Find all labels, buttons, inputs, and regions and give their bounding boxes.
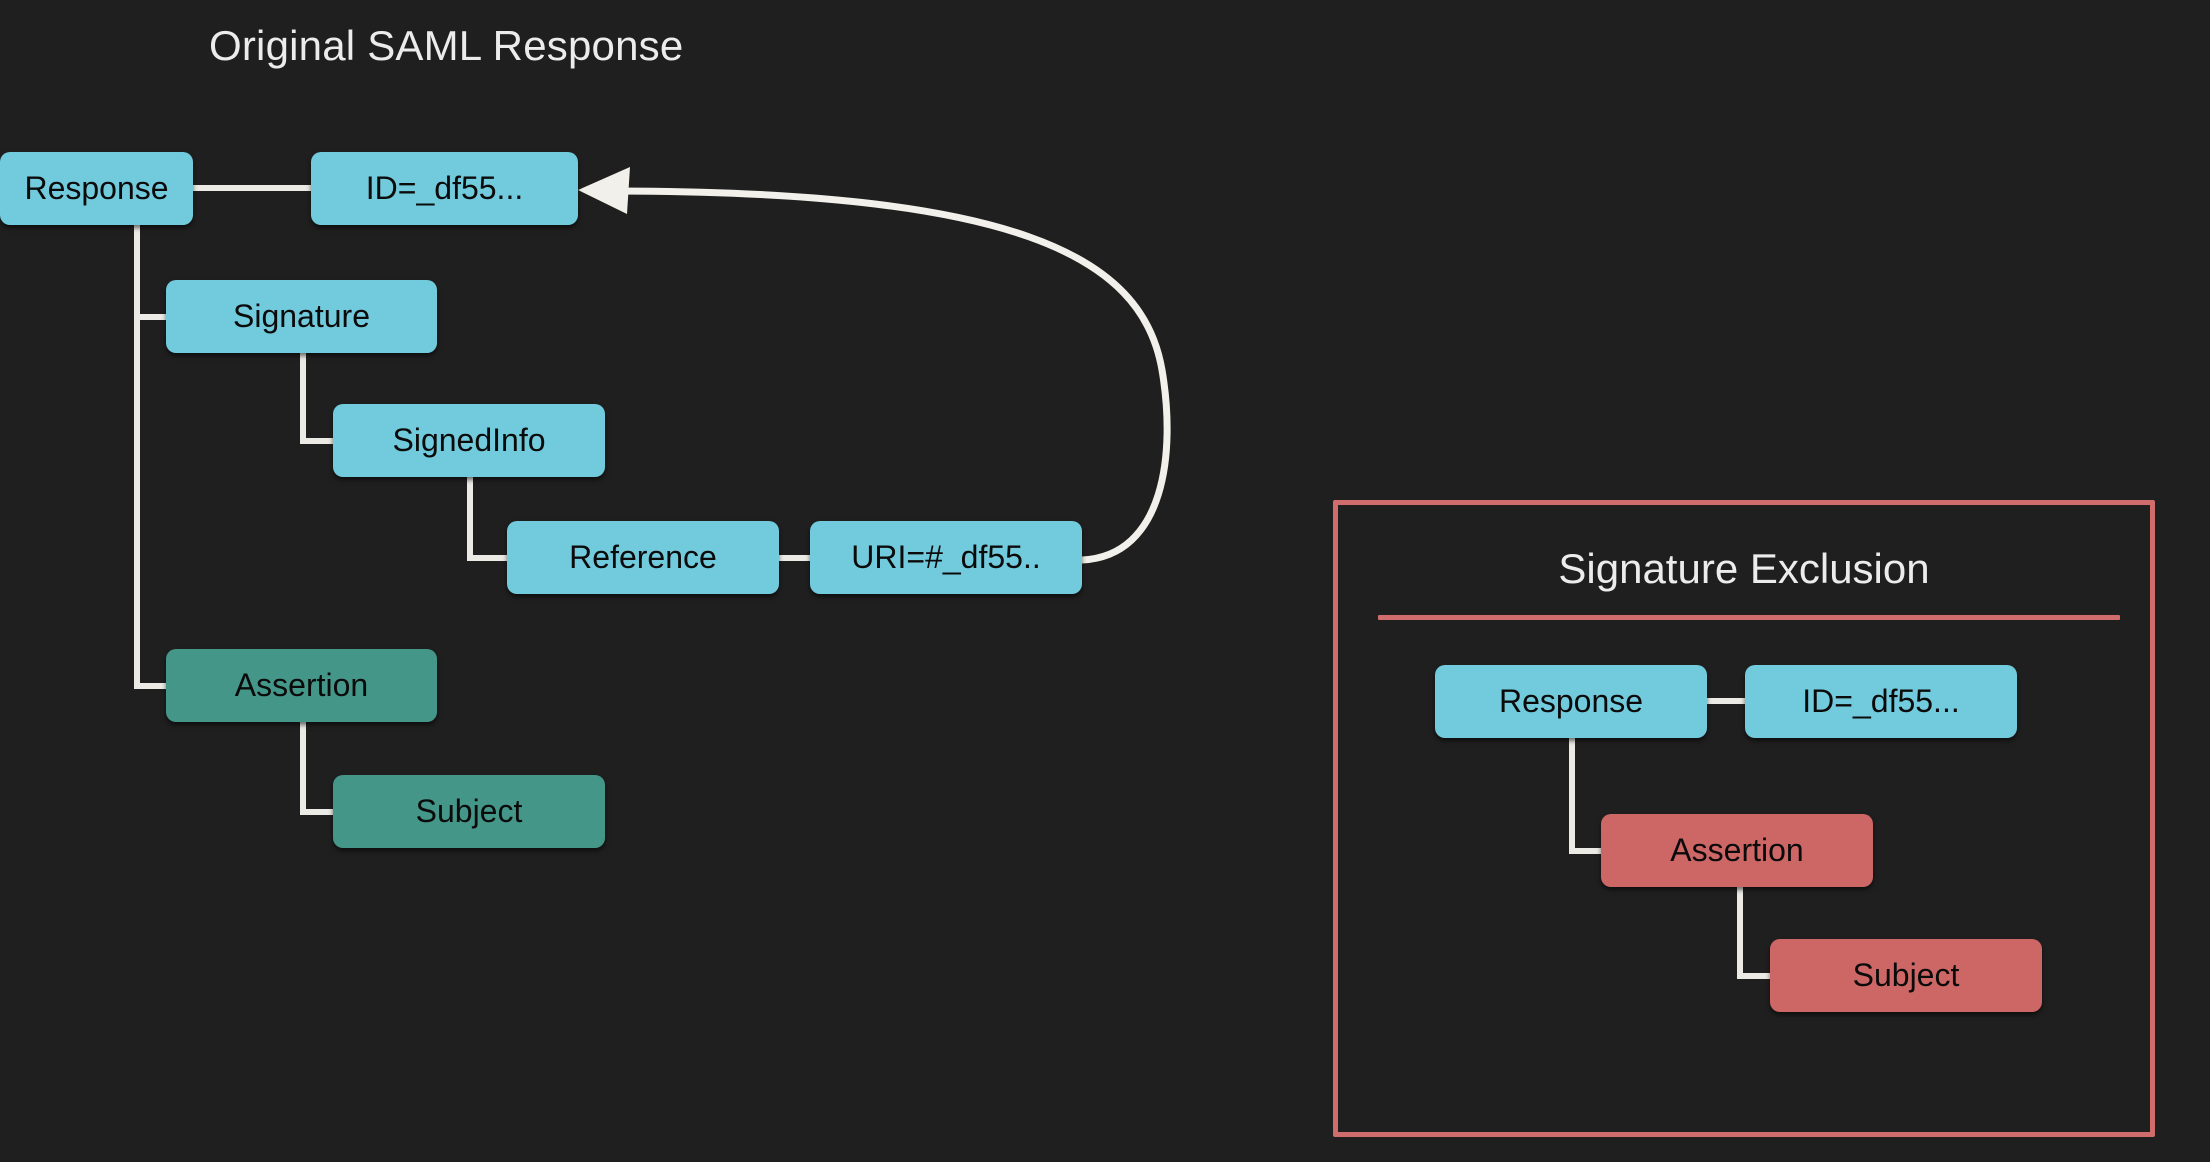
reference-arrow-curve [606,187,1171,564]
link-assertion-to-subject [300,722,333,815]
panel-divider [1378,615,2120,620]
reference-arrow-head [578,167,630,214]
node-id-attribute-excluded[interactable]: ID=_df55... [1745,665,2017,738]
page-title: Original SAML Response [209,22,684,69]
link-signature-to-signedinfo [300,353,333,444]
panel-title: Signature Exclusion [1558,545,1930,592]
node-reference[interactable]: Reference [507,521,779,594]
node-signature[interactable]: Signature [166,280,437,353]
link-response-to-assertion [134,225,166,689]
node-response-excluded[interactable]: Response [1435,665,1707,738]
node-uri-attribute[interactable]: URI=#_df55.. [810,521,1082,594]
node-response[interactable]: Response [0,152,193,225]
signature-exclusion-panel [1333,500,2155,1137]
node-subject[interactable]: Subject [333,775,605,848]
link-response-to-signature [134,225,166,320]
link-signedinfo-to-reference [467,477,507,561]
node-assertion-excluded[interactable]: Assertion [1601,814,1873,887]
node-subject-excluded[interactable]: Subject [1770,939,2042,1012]
node-id-attribute[interactable]: ID=_df55... [311,152,578,225]
node-signedinfo[interactable]: SignedInfo [333,404,605,477]
node-assertion[interactable]: Assertion [166,649,437,722]
